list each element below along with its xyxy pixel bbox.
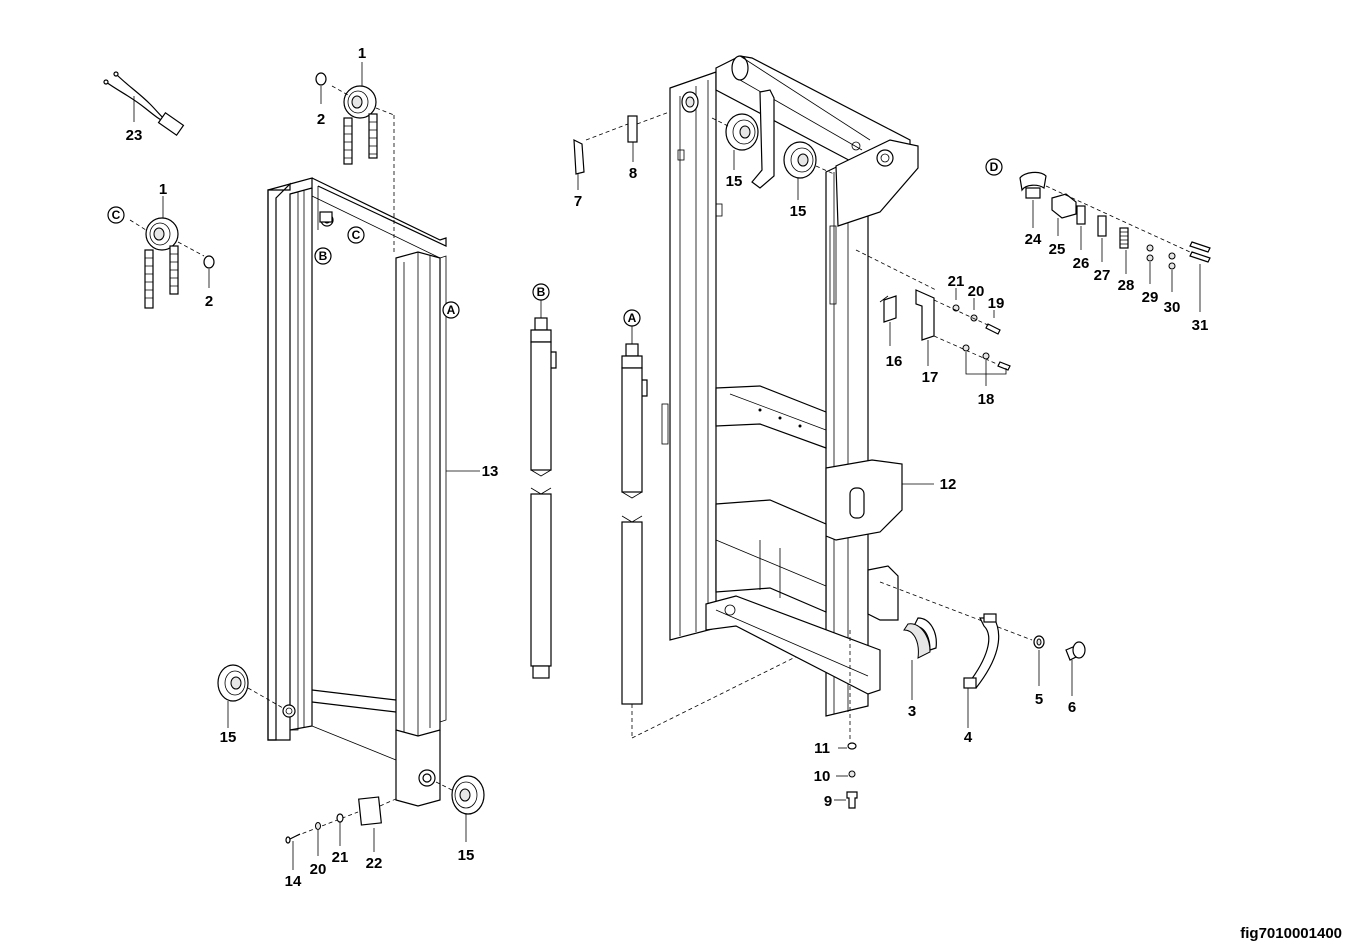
callout-21-bottom: 21 xyxy=(332,849,349,866)
cylinder-b xyxy=(530,300,557,679)
callout-3: 3 xyxy=(908,703,916,720)
roller-left-bottom xyxy=(217,664,284,728)
inner-mast-assembly xyxy=(267,177,480,807)
callout-29: 29 xyxy=(1142,289,1159,306)
callout-13: 13 xyxy=(482,463,499,480)
svg-text:D: D xyxy=(990,160,999,174)
callout-7: 7 xyxy=(574,193,582,210)
reference-marker-a-mast: A xyxy=(442,301,460,319)
callout-2-top: 2 xyxy=(317,111,325,128)
roller-right-bottom xyxy=(435,775,485,842)
callout-11: 11 xyxy=(814,740,830,757)
callout-14: 14 xyxy=(285,873,302,890)
wire-harness xyxy=(103,71,185,137)
sheave-lower xyxy=(129,196,215,309)
brackets-7-8 xyxy=(573,107,681,190)
callout-15-mast-b: 15 xyxy=(790,203,807,220)
svg-text:C: C xyxy=(112,208,121,222)
callout-4: 4 xyxy=(964,729,973,746)
callout-20-right: 20 xyxy=(968,283,985,300)
reference-marker-c-left: C xyxy=(107,206,125,224)
callout-21-right: 21 xyxy=(948,273,965,290)
outer-mast-assembly xyxy=(661,55,934,809)
cylinder-a xyxy=(621,326,851,739)
callout-20-bottom: 20 xyxy=(310,861,327,878)
callout-8: 8 xyxy=(629,165,637,182)
reference-marker-d: D xyxy=(985,158,1003,176)
clamp-d-parts xyxy=(1019,171,1211,312)
callout-30: 30 xyxy=(1164,299,1181,316)
reference-marker-a-cylinder: A xyxy=(623,309,641,327)
callout-25: 25 xyxy=(1049,241,1066,258)
callout-22: 22 xyxy=(366,855,383,872)
callout-16: 16 xyxy=(886,353,903,370)
callout-2-lower: 2 xyxy=(205,293,213,310)
svg-text:C: C xyxy=(352,228,361,242)
callout-15-mast-a: 15 xyxy=(726,173,743,190)
callout-1-lower: 1 xyxy=(159,181,167,198)
callout-1-top: 1 xyxy=(358,45,366,62)
reference-marker-c-mast: C xyxy=(347,226,365,244)
callout-5: 5 xyxy=(1035,691,1043,708)
svg-text:A: A xyxy=(447,303,456,317)
bottom-fasteners xyxy=(285,796,399,870)
callout-12: 12 xyxy=(940,476,957,493)
callout-26: 26 xyxy=(1073,255,1090,272)
callout-24: 24 xyxy=(1025,231,1042,248)
sheave-top xyxy=(315,62,395,255)
callout-19: 19 xyxy=(988,295,1005,312)
svg-text:B: B xyxy=(319,249,328,263)
reference-marker-b-cylinder: B xyxy=(532,283,550,301)
svg-text:B: B xyxy=(537,285,546,299)
callout-15-bottom: 15 xyxy=(458,847,475,864)
figure-id: fig7010001400 xyxy=(1240,925,1342,942)
callout-9: 9 xyxy=(824,793,832,810)
callout-31: 31 xyxy=(1192,317,1209,334)
reference-marker-b-mast: B xyxy=(314,247,332,265)
callout-28: 28 xyxy=(1118,277,1135,294)
bracket-clamp-parts xyxy=(879,581,1086,728)
callout-27: 27 xyxy=(1094,267,1111,284)
callout-labels: 1 2 1 2 23 13 15 15 14 20 21 22 7 8 15 1… xyxy=(126,45,1209,890)
sensor-bracket-parts xyxy=(855,249,1011,386)
callout-6: 6 xyxy=(1068,699,1076,716)
callout-18: 18 xyxy=(978,391,995,408)
callout-23: 23 xyxy=(126,127,143,144)
callout-15-left: 15 xyxy=(220,729,237,746)
callout-17: 17 xyxy=(922,369,939,386)
svg-text:A: A xyxy=(628,311,637,325)
callout-10: 10 xyxy=(814,768,831,785)
